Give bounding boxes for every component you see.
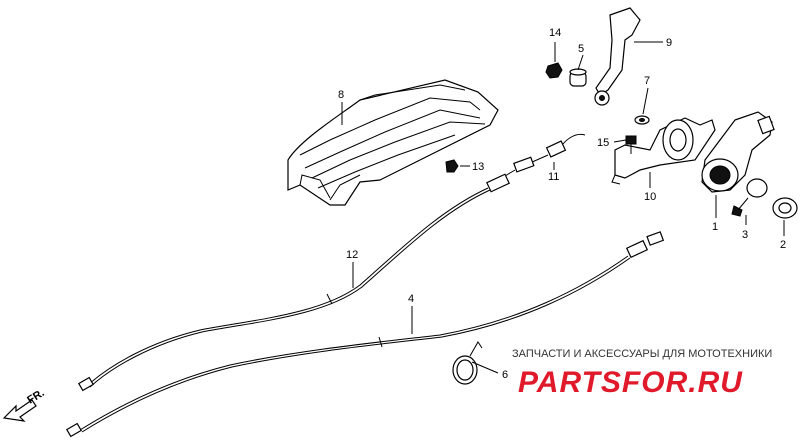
part-labels: 14 5 9 7 8 15 13 11 10 1 3 2 12 4 6 — [338, 27, 786, 381]
nut-part-14 — [545, 62, 563, 79]
label-part-12: 12 — [346, 249, 358, 261]
label-part-13: 13 — [472, 161, 484, 173]
watermark-tagline: ЗАПЧАСТИ И АКСЕССУАРЫ ДЛЯ МОТОТЕХНИКИ — [512, 348, 772, 360]
washer-part-7 — [634, 115, 650, 125]
cover-part-8 — [287, 79, 499, 206]
label-part-10: 10 — [644, 191, 656, 203]
label-part-5: 5 — [578, 43, 584, 55]
label-part-3: 3 — [742, 229, 748, 241]
label-part-8: 8 — [338, 89, 344, 101]
screw-part-13 — [445, 159, 459, 173]
label-part-9: 9 — [666, 37, 672, 49]
cable-part-12 — [77, 173, 510, 392]
label-part-2: 2 — [780, 239, 786, 251]
watermark: ЗАПЧАСТИ И АКСЕССУАРЫ ДЛЯ МОТОТЕХНИКИ PA… — [512, 348, 772, 399]
label-part-1: 1 — [712, 221, 718, 233]
cable-part-11 — [504, 133, 586, 177]
front-direction-arrow: FR. — [2, 387, 47, 422]
watermark-brand: PARTSFOR.RU — [518, 366, 743, 399]
bracket-part-10 — [611, 117, 716, 185]
cable-part-4 — [65, 231, 665, 438]
label-part-6: 6 — [502, 369, 508, 381]
label-part-14: 14 — [549, 27, 561, 39]
grip-part-1 — [701, 111, 775, 193]
label-part-7: 7 — [644, 75, 650, 87]
label-part-4: 4 — [408, 293, 414, 305]
cap-part-2 — [772, 197, 798, 219]
clamp-part-6 — [452, 341, 483, 385]
leader-lines — [341, 41, 785, 374]
collar-part-5 — [569, 68, 587, 87]
screw-part-3 — [731, 178, 768, 217]
label-part-15: 15 — [597, 137, 609, 149]
lever-part-9 — [594, 7, 641, 106]
label-part-11: 11 — [548, 171, 559, 183]
